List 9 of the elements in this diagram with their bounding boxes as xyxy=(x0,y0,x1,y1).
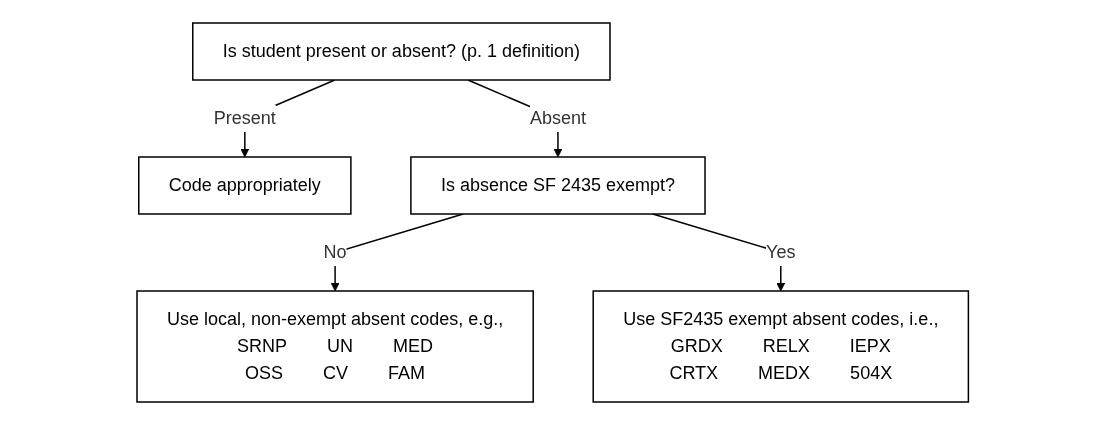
node-box: Use SF2435 exempt absent codes, i.e., GRDX RELX IEPX CRTX MEDX 504X xyxy=(592,289,970,403)
edge-label: Present xyxy=(214,107,277,128)
node-box: Is absence SF 2435 exempt? xyxy=(410,155,707,215)
node-box: Is student present or absent? (p. 1 definition) xyxy=(192,21,612,81)
edge-label: No xyxy=(323,241,347,262)
node-box: Use local, non-exempt absent codes, e.g., SRNP UN MED OSS CV FAM xyxy=(136,289,535,403)
edge-label: Absent xyxy=(530,107,587,128)
node-box: Code appropriately xyxy=(138,155,352,215)
edge-label: Yes xyxy=(766,241,796,262)
